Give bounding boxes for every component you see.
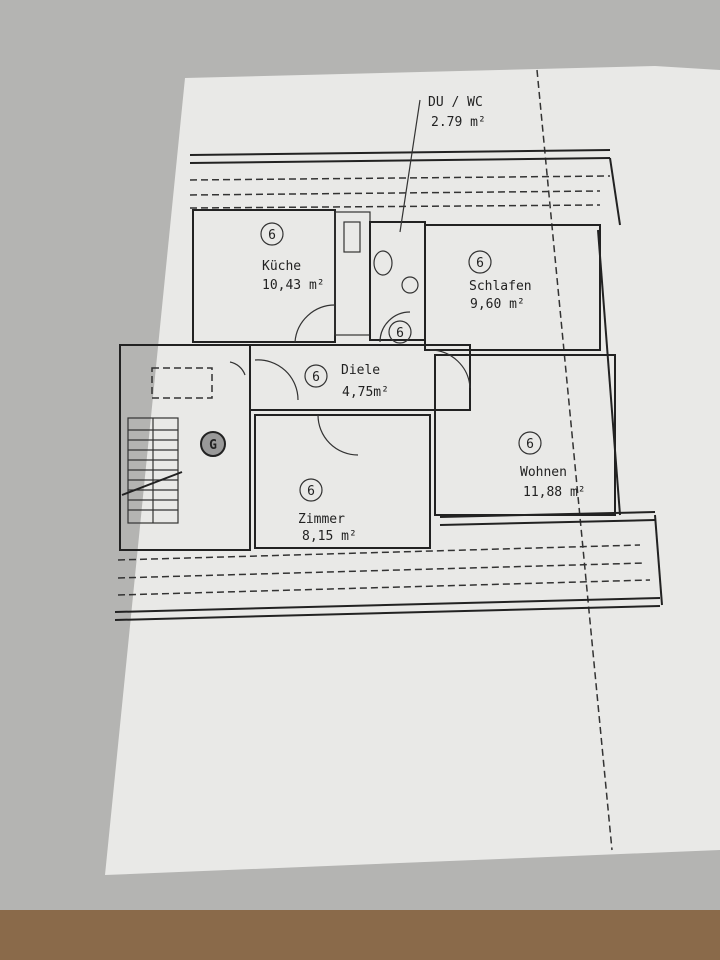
du-wc-area: 2.79 m² xyxy=(431,115,486,130)
stove-icon xyxy=(343,221,361,253)
wohnen-area: 11,88 m² xyxy=(523,485,586,500)
door-swing xyxy=(254,359,299,401)
zimmer-name: Zimmer xyxy=(298,512,345,527)
door-swing xyxy=(229,361,246,376)
toilet-icon xyxy=(373,250,393,276)
staircase xyxy=(121,417,183,524)
wohnen-name: Wohnen xyxy=(520,465,567,480)
door-swing xyxy=(317,414,359,456)
kueche-area: 10,43 m² xyxy=(262,278,325,293)
schlafen-marker: 6 xyxy=(476,256,484,271)
door-swing xyxy=(429,349,471,389)
leader-line xyxy=(399,99,421,233)
door-swing xyxy=(379,311,411,343)
diele-name: Diele xyxy=(341,363,380,378)
bath-marker: 6 xyxy=(396,326,404,341)
diele-area: 4,75m² xyxy=(342,385,389,400)
paper-sheet xyxy=(105,66,720,875)
room-schlafen xyxy=(424,224,601,351)
room-diele xyxy=(249,344,471,411)
room-zimmer xyxy=(254,414,431,549)
zimmer-area: 8,15 m² xyxy=(302,529,357,544)
sink-icon xyxy=(401,276,419,294)
stair-marker: G xyxy=(209,438,217,453)
zimmer-marker: 6 xyxy=(307,484,315,499)
schlafen-name: Schlafen xyxy=(469,279,532,294)
schlafen-area: 9,60 m² xyxy=(470,297,525,312)
kueche-name: Küche xyxy=(262,259,301,274)
wohnen-marker: 6 xyxy=(526,437,534,452)
door-swing xyxy=(294,304,336,343)
wooden-table xyxy=(0,910,720,960)
room-markers xyxy=(200,222,542,502)
closet xyxy=(151,367,213,399)
room-stairwell xyxy=(119,344,251,551)
walls xyxy=(119,209,621,551)
roof-bottom xyxy=(114,511,663,621)
roof-top xyxy=(189,149,621,226)
diele-marker: 6 xyxy=(312,370,320,385)
fold-line xyxy=(536,69,613,851)
kueche-marker: 6 xyxy=(268,228,276,243)
du-wc-name: DU / WC xyxy=(428,95,483,110)
